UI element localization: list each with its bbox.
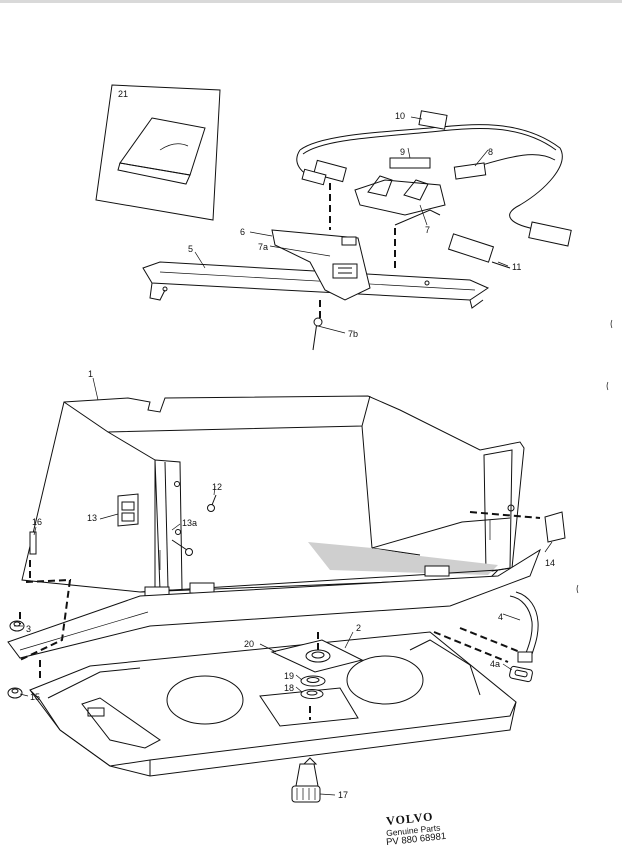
callout-10: 10 bbox=[395, 111, 405, 121]
part-20-latch-plate bbox=[270, 639, 364, 673]
callout-18: 18 bbox=[284, 683, 294, 693]
part-13a-screw bbox=[171, 539, 193, 556]
callout-5: 5 bbox=[188, 244, 193, 254]
callout-3: 3 bbox=[26, 624, 31, 634]
callout-14: 14 bbox=[545, 558, 555, 568]
callout-4a: 4a bbox=[490, 659, 500, 669]
part-4-strap bbox=[509, 591, 539, 663]
part-5-rail bbox=[142, 261, 490, 309]
part-7b-rivet bbox=[312, 300, 323, 351]
dashed-guides bbox=[19, 578, 521, 680]
part-11-switch bbox=[447, 233, 495, 263]
callout-7a: 7a bbox=[258, 242, 268, 252]
wiring-harness bbox=[296, 110, 572, 269]
part-21-manual bbox=[95, 84, 221, 221]
part-4a-clip bbox=[509, 665, 533, 683]
part-14-clip bbox=[469, 511, 566, 543]
callout-13a: 13a bbox=[182, 518, 197, 528]
part-15-grommet bbox=[7, 687, 23, 699]
housing-lower-flange bbox=[7, 548, 541, 659]
callout-16: 16 bbox=[32, 517, 42, 527]
part-16-stud bbox=[29, 531, 37, 580]
margin-marks bbox=[576, 319, 613, 594]
callout-19: 19 bbox=[284, 671, 294, 681]
part-18-washer bbox=[300, 689, 324, 699]
callout-2: 2 bbox=[356, 623, 361, 633]
part-6-plate bbox=[271, 229, 371, 301]
top-border bbox=[0, 0, 622, 3]
leader-lines bbox=[14, 116, 553, 796]
callout-15: 15 bbox=[30, 692, 40, 702]
callout-12: 12 bbox=[212, 482, 222, 492]
callout-11: 11 bbox=[512, 262, 521, 272]
callout-1: 1 bbox=[88, 369, 93, 379]
part-1-housing bbox=[21, 395, 525, 601]
callout-7b: 7b bbox=[348, 329, 358, 339]
callout-7: 7 bbox=[425, 225, 430, 235]
callout-21: 21 bbox=[118, 89, 128, 99]
part-13-lock bbox=[117, 493, 139, 527]
callout-8: 8 bbox=[488, 147, 493, 157]
part-9-bulb bbox=[389, 157, 431, 169]
part-10-connector bbox=[418, 110, 448, 130]
part-12-screw bbox=[207, 494, 217, 512]
callout-4: 4 bbox=[498, 612, 503, 622]
callout-17: 17 bbox=[338, 790, 348, 800]
callout-6: 6 bbox=[240, 227, 245, 237]
part-17-knob bbox=[291, 757, 321, 803]
volvo-brand-stamp: VOLVO Genuine Parts PV 880 68981 bbox=[385, 809, 466, 848]
part-19-ring bbox=[300, 675, 326, 687]
callout-20: 20 bbox=[244, 639, 254, 649]
callouts: 21 10 9 8 7 6 7a 5 11 7b 1 12 13 13a 16 … bbox=[26, 89, 555, 800]
part-2-lid bbox=[29, 631, 517, 777]
part-8-connector bbox=[453, 162, 487, 180]
callout-13: 13 bbox=[87, 513, 97, 523]
callout-9: 9 bbox=[400, 147, 405, 157]
part-7-bracket bbox=[354, 175, 446, 270]
